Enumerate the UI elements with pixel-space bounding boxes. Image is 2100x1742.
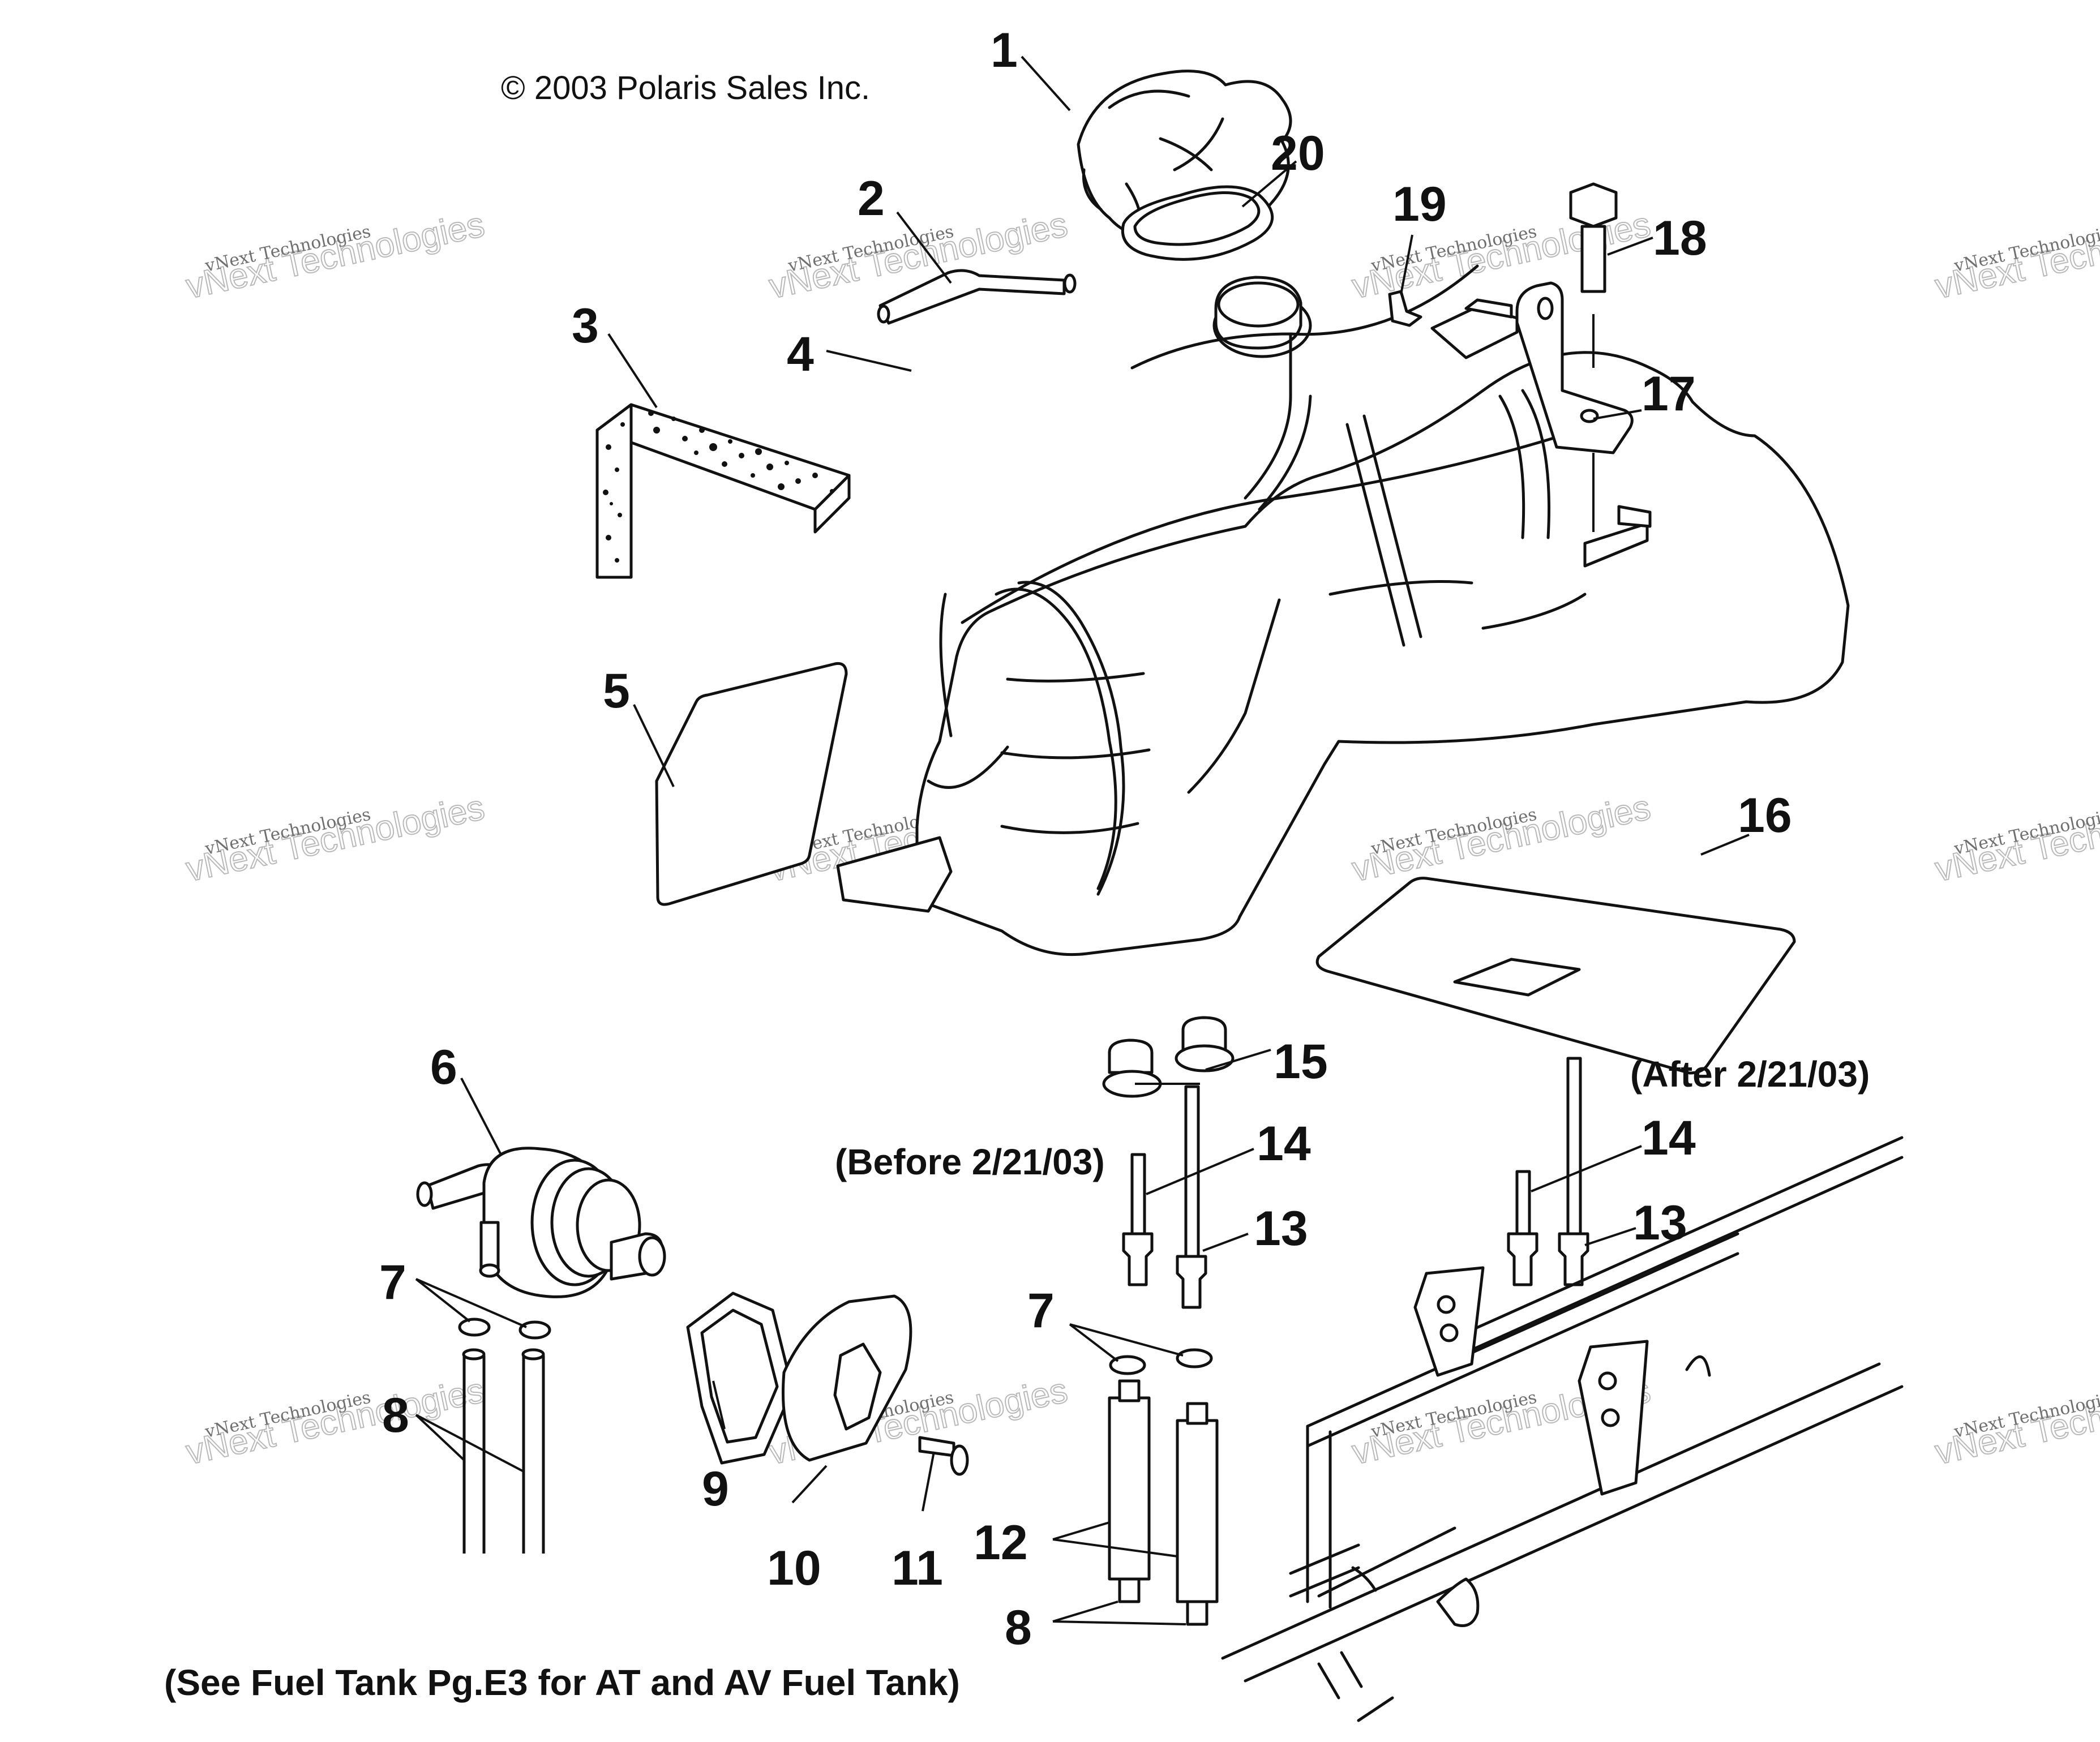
callout-15: 15 xyxy=(1274,1035,1328,1089)
note-after-date: (After 2/21/03) xyxy=(1630,1054,1870,1095)
watermark: vNext Technologies vNext Technologies xyxy=(1348,787,1655,890)
callout-8-left: 8 xyxy=(382,1388,409,1443)
callout-14-before: 14 xyxy=(1257,1117,1311,1171)
callout-7-right: 7 xyxy=(1027,1284,1055,1338)
part-fuel-fittings-after xyxy=(1507,1057,1589,1286)
callout-2: 2 xyxy=(858,171,885,226)
callout-6: 6 xyxy=(430,1040,457,1095)
part-bolt xyxy=(1569,182,1618,532)
part-fuel-sleeves xyxy=(1108,1379,1219,1626)
part-hose-clamps-left xyxy=(458,1318,551,1340)
watermark: vNext Technologies vNext Technologies xyxy=(182,204,488,307)
watermark: vNext Technologies vNext Technologies xyxy=(1931,787,2100,890)
callout-13-after: 13 xyxy=(1633,1196,1687,1250)
part-frame xyxy=(1221,1136,1904,1722)
part-bracket xyxy=(1515,281,1634,454)
callout-3: 3 xyxy=(572,299,599,353)
part-fuel-lines-left xyxy=(462,1348,545,1554)
foam-texture xyxy=(603,410,834,563)
part-lock-nut xyxy=(686,1292,794,1465)
callout-12: 12 xyxy=(974,1516,1028,1570)
watermark: vNext Technologies vNext Technologies xyxy=(182,787,488,890)
watermark: vNext Technologies vNext Technologies xyxy=(1931,1370,2100,1473)
callout-9: 9 xyxy=(702,1462,729,1516)
callout-17: 17 xyxy=(1642,367,1696,421)
footer-note: (See Fuel Tank Pg.E3 for AT and AV Fuel … xyxy=(164,1662,960,1703)
callout-14-after: 14 xyxy=(1642,1111,1696,1165)
part-o-ring xyxy=(1121,185,1274,261)
callout-labels: 1 20 2 19 18 3 17 4 5 16 15 6 (After 2/2… xyxy=(379,23,1870,1655)
callout-10: 10 xyxy=(767,1541,821,1595)
callout-7-left: 7 xyxy=(379,1255,406,1310)
callout-19: 19 xyxy=(1392,177,1447,231)
leader-lines xyxy=(415,55,1750,1625)
part-hose-clamps-right xyxy=(1109,1348,1213,1375)
note-before-date: (Before 2/21/03) xyxy=(835,1142,1105,1182)
part-panel xyxy=(1315,877,1796,1075)
callout-1: 1 xyxy=(991,23,1018,78)
callout-5: 5 xyxy=(603,664,630,718)
part-fuel-filter xyxy=(416,1147,666,1298)
part-decal xyxy=(655,662,848,906)
callout-8-right: 8 xyxy=(1005,1601,1032,1655)
part-fuel-tank xyxy=(836,264,1850,956)
part-heat-shield xyxy=(595,403,851,579)
callout-18: 18 xyxy=(1653,211,1707,265)
callout-20: 20 xyxy=(1271,126,1325,181)
callout-11: 11 xyxy=(892,1541,943,1595)
part-fuel-fittings-before xyxy=(1122,1085,1207,1309)
part-vent-hose xyxy=(877,269,1077,325)
watermark: vNext Technologies vNext Technologies xyxy=(182,1370,488,1473)
callout-4: 4 xyxy=(787,327,814,381)
copyright-text: © 2003 Polaris Sales Inc. xyxy=(501,70,870,106)
watermark: vNext Technologies vNext Technologies xyxy=(1931,204,2100,307)
callout-13-before: 13 xyxy=(1254,1202,1308,1256)
part-fuel-guard xyxy=(781,1294,912,1462)
part-screw xyxy=(918,1436,969,1476)
callout-16: 16 xyxy=(1738,788,1792,843)
